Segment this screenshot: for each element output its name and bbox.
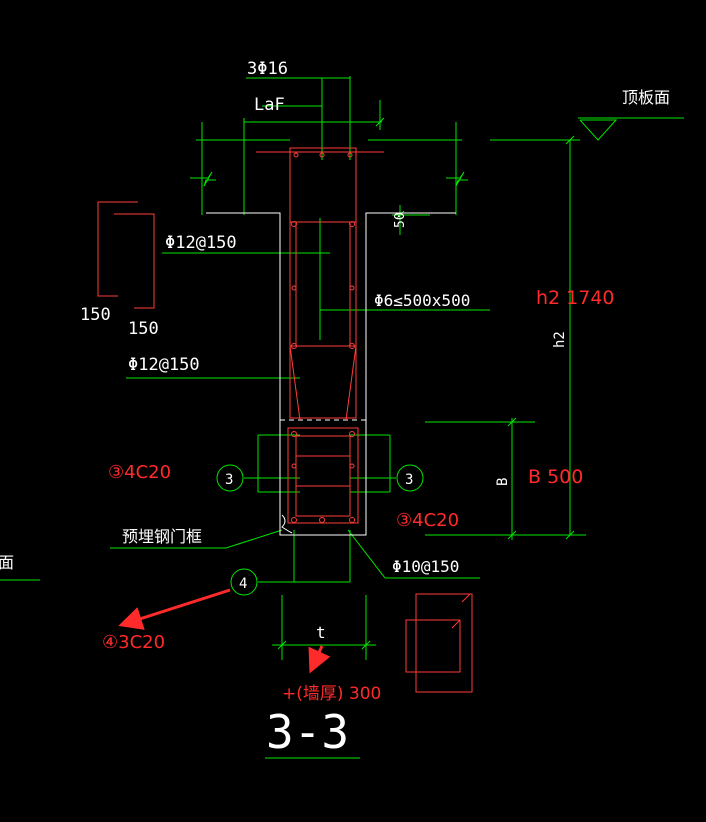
arrow-wall-thickness: [308, 645, 331, 674]
annotation-h2-value: h2 1740: [536, 287, 615, 309]
label-tie: Φ6≤500x500: [374, 291, 470, 310]
label-top-rebar: 3Φ16: [247, 59, 288, 79]
cad-labels: 3Φ16 LaF 顶板面 50 Φ12@150 150 150 Φ6≤500x5…: [0, 59, 670, 759]
label-wall-thickness-t: t: [316, 623, 326, 642]
circle-3-left-text: 3: [225, 472, 233, 488]
label-wall-bar-upper: Φ12@150: [165, 233, 237, 253]
label-slab-top: 顶板面: [622, 88, 670, 107]
annotation-wall-thickness: +(墙厚) 300: [282, 684, 381, 704]
label-left-edge: 面: [0, 553, 14, 572]
annotation-bar3-left: ③4C20: [108, 462, 171, 483]
dimension-lines: [0, 76, 684, 759]
red-annotations: h2 1740 B 500 ③4C20 ③4C20 ④3C20 +(墙厚) 30…: [102, 287, 615, 704]
annotation-bar4: ④3C20: [102, 632, 165, 653]
annotation-b-value: B 500: [528, 466, 583, 488]
label-dim-50: 50: [393, 212, 408, 228]
label-wall-bar-lower: Φ12@150: [128, 355, 200, 375]
label-section: 3-3: [266, 705, 349, 759]
label-stirrup: Φ10@150: [392, 557, 459, 576]
label-embedded-frame: 预埋钢门框: [122, 527, 202, 546]
annotation-bar3-right: ③4C20: [396, 510, 459, 531]
arrow-bar4: [118, 588, 231, 630]
rebar-cage: [97, 147, 473, 693]
circle-4-text: 4: [239, 576, 247, 592]
circle-3-right-text: 3: [405, 472, 413, 488]
label-b: B: [495, 478, 511, 486]
concrete-outline: [206, 212, 456, 536]
label-bent-150-b: 150: [128, 319, 159, 339]
label-bent-150-a: 150: [80, 305, 111, 325]
label-h2: h2: [552, 331, 568, 348]
label-anchorage: LaF: [254, 95, 285, 115]
